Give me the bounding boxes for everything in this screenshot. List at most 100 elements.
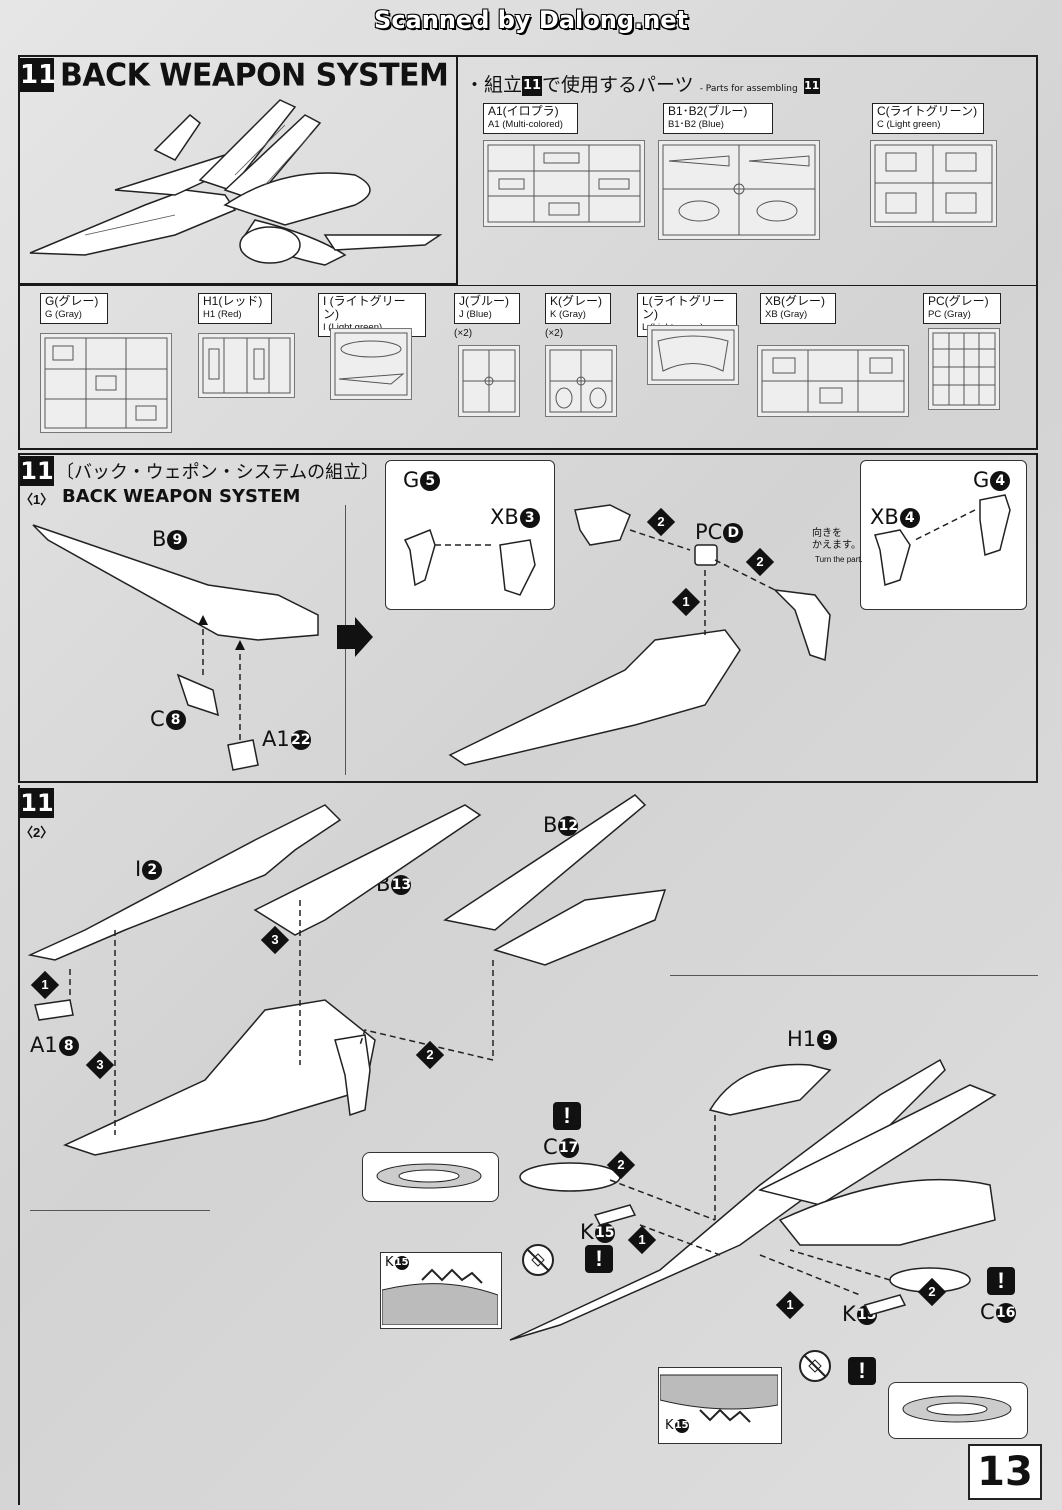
step2-order-3a: 3 [260,925,290,955]
inset-g5-xb3 [385,460,555,610]
callout-i2-number: 2 [142,860,163,880]
back-weapon-overview-drawing [29,99,443,266]
callout-k15-inset2-number: 15 [674,1418,689,1433]
step1-order-2b-label: 2 [756,554,764,569]
part-label-i-en: I (Light green) [323,322,382,333]
callout-b12-number: 12 [558,816,579,836]
parts-heading-step-badge-en: 11 [803,77,820,94]
callout-c17: C17 [543,1135,579,1159]
step1-order-2a: 2 [646,507,676,537]
callout-i2-letter: I [135,857,142,881]
step2-lower-order-2b: 2 [917,1277,947,1307]
next-arrow-icon [337,617,373,657]
step1-title-en: BACK WEAPON SYSTEM [62,486,301,507]
runner-a1 [483,140,645,227]
callout-c8-letter: C [150,707,165,731]
step2-substep: 〈2〉 [20,825,54,840]
part-label-g: G(グレー) G (Gray) [40,293,108,324]
callout-a1-22-letter: A1 [262,727,290,751]
step1-title-jp: 〔バック・ウェポン・システムの組立〕 [56,462,380,483]
callout-b12-letter: B [543,813,558,837]
part-label-b1b2: B1･B2(ブルー) B1･B2 (Blue) [663,103,773,134]
step2-order-2: 2 [415,1040,445,1070]
callout-a1-8-letter: A1 [30,1033,58,1057]
step2-frame-left [18,785,20,1505]
callout-k15b-letter: K [842,1302,856,1326]
parts-heading-jp2: で使用するパーツ [542,74,694,96]
callout-k15-inset2-letter: K [665,1418,674,1433]
callout-h1-9-letter: H1 [787,1027,817,1051]
parts-heading-en: - Parts for assembling [699,84,798,94]
part-label-xb-en: XB (Gray) [765,309,808,320]
warning-icon: ! [987,1267,1015,1295]
part-label-a1-en: A1 (Multi-colored) [488,119,563,130]
section-title: BACK WEAPON SYSTEM [60,57,449,94]
step-number-badge: 11 [20,58,57,92]
part-label-xb: XB(グレー) XB (Gray) [760,293,836,324]
callout-pcd-number: D [723,523,744,543]
step1-subassembly-drawing [32,524,319,771]
step2-number-badge: 11 [20,788,54,818]
parts-heading-jp: ・組立 [465,74,523,96]
part-label-h1-en: H1 (Red) [203,309,242,320]
c17-detail-drawing [376,1163,482,1189]
callout-k15a: K15 [580,1220,615,1244]
k15-detail-drawing-1 [382,1268,498,1325]
callout-g5-number: 5 [420,471,441,491]
callout-k15-inset2: K15 [665,1418,689,1433]
part-j-qty: (×2) [454,328,473,339]
callout-b9-number: 9 [167,530,188,550]
runner-h1 [198,333,295,398]
part-label-k-en: K (Gray) [550,309,586,320]
callout-h1-9-number: 9 [817,1030,838,1050]
callout-k15-inset1: K15 [385,1255,409,1270]
part-label-a1: A1(イロプラ) A1 (Multi-colored) [483,103,578,134]
step2-order-3b: 3 [85,1050,115,1080]
callout-xb3-number: 3 [519,508,540,528]
part-label-g-jp: G(グレー) [45,294,99,308]
callout-b12: B12 [543,813,579,837]
step2-order-1: 1 [30,970,60,1000]
step2-lower-order-1b: 1 [775,1290,805,1320]
part-label-h1-jp: H1(レッド) [203,294,263,308]
parts-heading-step-badge: 11 [522,75,543,96]
callout-c16-letter: C [980,1300,995,1324]
part-label-b1b2-en: B1･B2 (Blue) [668,119,724,130]
callout-c8-number: 8 [165,710,186,730]
parts-row2-divider [18,285,1038,286]
warning-icon: ! [585,1245,613,1273]
c16-detail-drawing [902,1395,1012,1423]
part-label-xb-jp: XB(グレー) [765,294,826,308]
part-label-pc-jp: PC(グレー) [928,294,989,308]
runner-k [545,345,617,417]
prohibited-icon [522,1244,554,1276]
warning-icon: ! [553,1102,581,1130]
runner-xb [757,345,909,417]
part-label-l-jp: L(ライトグリーン) [642,294,725,321]
part-label-c-jp: C(ライトグリーン) [877,104,978,118]
runner-i [330,328,412,400]
callout-k15-inset1-number: 15 [394,1255,409,1270]
part-label-pc-en: PC (Gray) [928,309,971,320]
step1-frame [18,453,1038,783]
step1-substep: 〈1〉 [20,492,54,507]
step2-divider [30,1210,210,1211]
callout-c16: C16 [980,1300,1016,1324]
step2-upper-assembly-drawing [27,794,667,1156]
callout-k15a-number: 15 [594,1223,615,1243]
page-number: 13 [968,1444,1042,1500]
callout-c17-number: 17 [558,1138,579,1158]
part-label-c-en: C (Light green) [877,119,941,130]
callout-xb4-number: 4 [899,508,920,528]
k15-detail-drawing-2 [660,1374,778,1423]
callout-g5-letter: G [403,468,420,492]
step1-number-badge: 11 [20,456,54,486]
runner-pc [928,328,1000,410]
